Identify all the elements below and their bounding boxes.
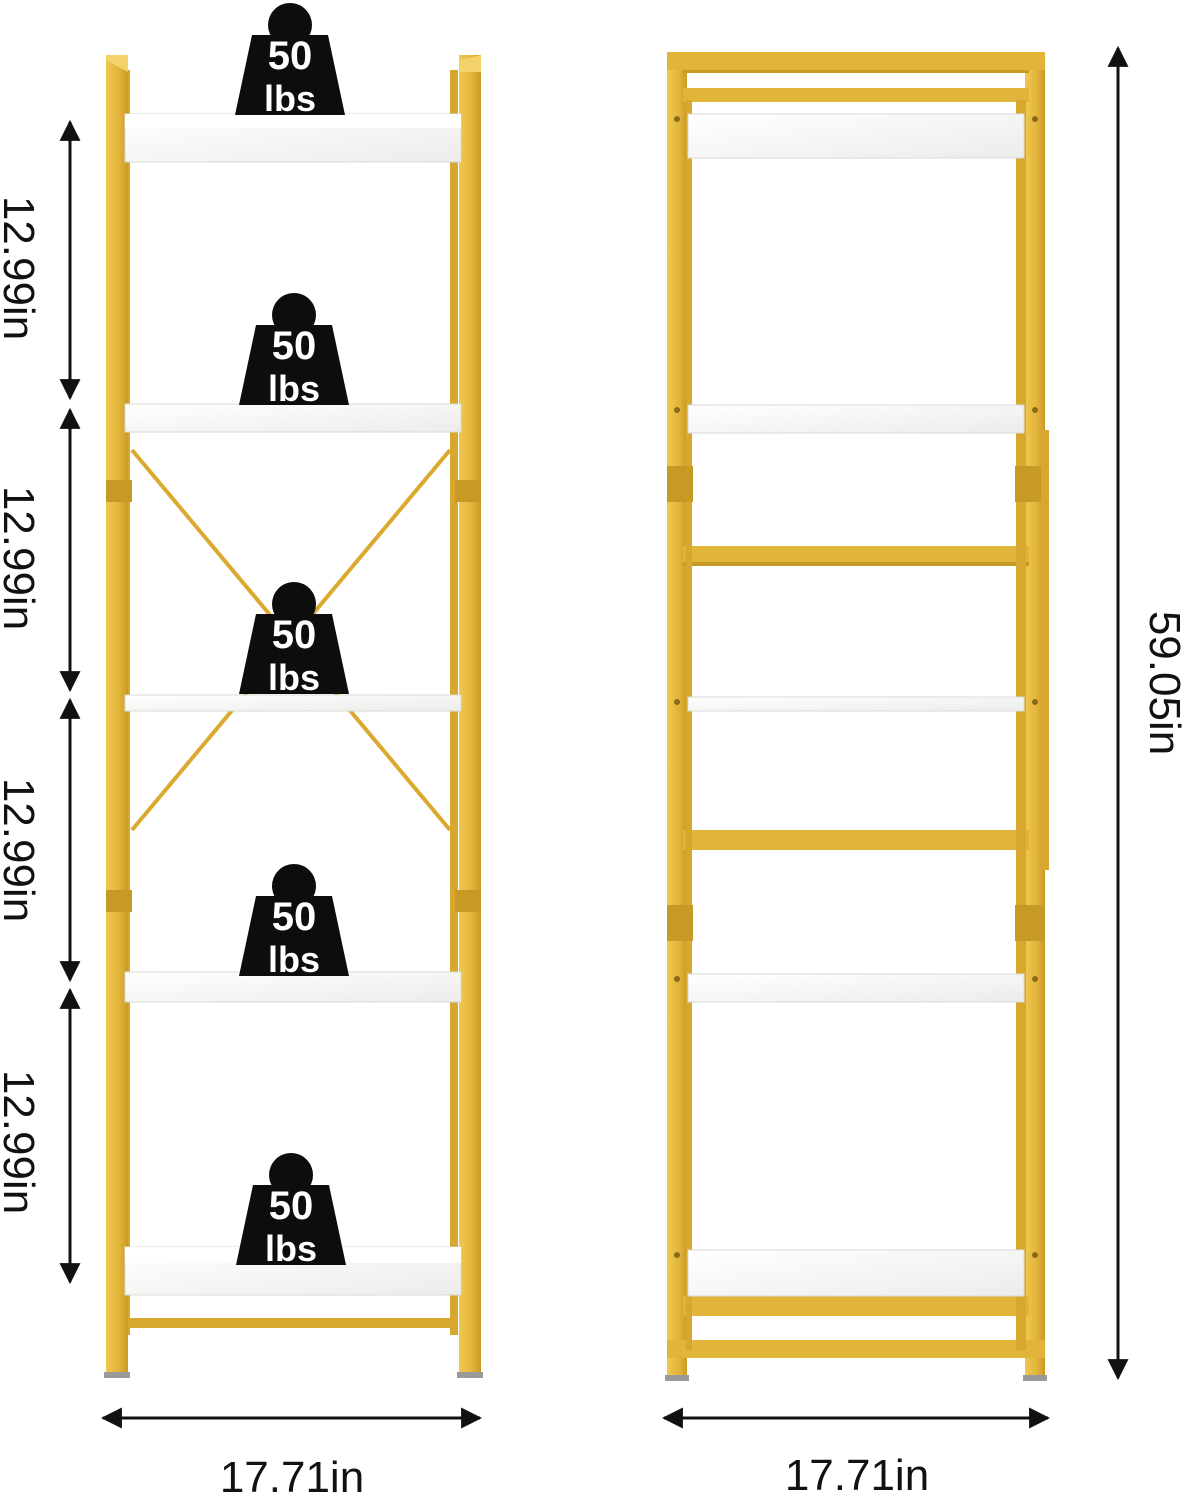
side-post-right (1025, 52, 1045, 1377)
side-foot-left (665, 1375, 689, 1381)
front-shelf-3 (124, 694, 462, 712)
side-width-dimension: 17.71in (661, 1407, 1051, 1500)
side-width-label: 17.71in (785, 1451, 929, 1500)
weight-unit: lbs (268, 368, 320, 409)
weight-unit: lbs (264, 78, 316, 119)
side-joint-brackets (667, 466, 1045, 941)
side-height-label: 59.05in (1140, 611, 1189, 755)
front-shelf-1 (124, 113, 462, 163)
side-shelf-5 (687, 1249, 1025, 1297)
side-middle-bar-1 (683, 546, 1029, 562)
side-base-bar (667, 1340, 1045, 1358)
side-middle-bar-2 (683, 830, 1029, 850)
side-screws (674, 116, 1038, 1258)
side-post-left (667, 52, 687, 1377)
front-shelf-4 (124, 971, 462, 1003)
weight-icon: 50 lbs (239, 582, 349, 698)
weight-icon: 50 lbs (236, 1153, 346, 1269)
front-view-shelf: 50 lbs 50 lbs 50 lbs 50 lbs 50 lbs (104, 3, 483, 1378)
side-shelf-2 (687, 404, 1025, 434)
spacing-label: 12.99in (0, 196, 43, 340)
side-shelf-4 (687, 973, 1025, 1003)
spacing-label: 12.99in (0, 1070, 43, 1214)
spacing-label: 12.99in (0, 486, 43, 630)
weight-value: 50 (268, 34, 313, 78)
weight-value: 50 (272, 324, 317, 368)
front-width-dimension: 17.71in (100, 1407, 483, 1500)
side-foot-right (1023, 1375, 1047, 1381)
side-view-shelf (665, 52, 1049, 1381)
weight-icon: 50 lbs (239, 864, 349, 980)
weight-icon: 50 lbs (239, 293, 349, 409)
front-foot-left (104, 1372, 130, 1378)
shelf-spacing-dimensions: 12.99in 12.99in 12.99in 12.99in (0, 119, 81, 1285)
weight-unit: lbs (268, 939, 320, 980)
weight-unit: lbs (265, 1228, 317, 1269)
front-width-label: 17.71in (220, 1453, 364, 1500)
side-bottom-bar (683, 1296, 1029, 1316)
side-shelf-3 (687, 696, 1025, 712)
front-shelf-2 (124, 403, 462, 433)
front-bottom-bar (128, 1318, 458, 1328)
front-joint-brackets (106, 480, 481, 912)
side-shelf-1 (687, 113, 1025, 159)
spacing-label: 12.99in (0, 778, 43, 922)
front-foot-right (457, 1372, 483, 1378)
weight-value: 50 (272, 613, 317, 657)
weight-icon: 50 lbs (235, 3, 345, 119)
weight-unit: lbs (268, 657, 320, 698)
side-top-frame (667, 52, 1045, 70)
side-height-dimension: 59.05in (1107, 45, 1189, 1381)
weight-value: 50 (272, 895, 317, 939)
weight-value: 50 (269, 1184, 314, 1228)
front-post-right (459, 55, 481, 1375)
front-post-left (106, 55, 128, 1375)
